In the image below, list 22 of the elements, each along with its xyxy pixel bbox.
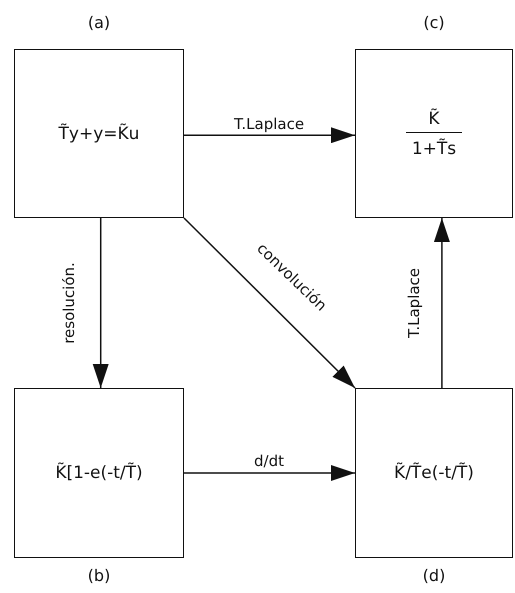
arrow <box>184 465 355 481</box>
panel-label: (d) <box>422 566 446 585</box>
arrow <box>434 218 450 388</box>
formula-text: K̃[1-e(-t/T̃) <box>55 463 143 483</box>
arrow <box>184 127 355 144</box>
formula-box <box>14 49 184 218</box>
panel-label: (c) <box>423 13 445 32</box>
formula-box <box>355 388 513 558</box>
arrow <box>183 217 356 389</box>
panel-label: (a) <box>88 13 110 32</box>
formula-box <box>14 388 184 558</box>
formula-text: T̃y+y=K̃u <box>58 124 140 144</box>
edge-label: resolución. <box>60 262 78 344</box>
formula-box <box>355 49 513 218</box>
formula-text: K̃/T̃e(-t/T̃) <box>394 463 474 483</box>
numerator: K̃ <box>428 108 440 128</box>
edge-label: T.Laplace <box>405 268 424 338</box>
arrow <box>92 218 109 388</box>
panel-label: (b) <box>88 566 110 585</box>
edge-label: T.Laplace <box>234 115 304 133</box>
edge-label: d/dt <box>254 452 284 470</box>
denominator: 1+T̃s <box>412 138 456 158</box>
